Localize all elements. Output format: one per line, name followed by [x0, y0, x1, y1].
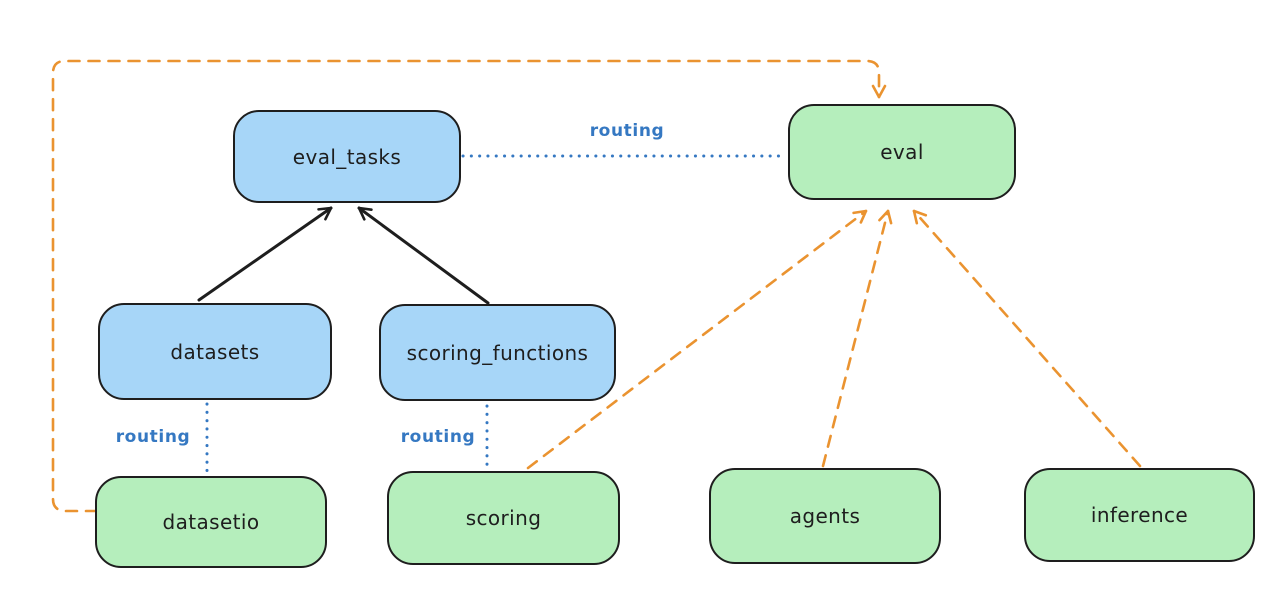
edge-scoring-functions-to-eval-tasks	[357, 206, 490, 305]
node-scoring-functions: scoring_functions	[379, 304, 616, 401]
edge-label-routing-scoring-functions-scoring: routing	[400, 427, 476, 447]
edge-scoring-to-eval	[526, 209, 868, 470]
node-eval-label: eval	[880, 140, 924, 164]
node-eval-tasks: eval_tasks	[233, 110, 461, 203]
node-datasets-label: datasets	[170, 339, 260, 364]
edge-label-routing-eval-tasks-eval: routing	[589, 121, 665, 141]
node-agents: agents	[709, 468, 941, 564]
node-datasetio-label: datasetio	[162, 510, 260, 534]
node-scoring-label: scoring	[465, 506, 542, 530]
node-agents-label: agents	[789, 504, 861, 528]
node-eval-tasks-label: eval_tasks	[292, 144, 402, 169]
edge-agents-to-eval	[821, 209, 893, 468]
node-inference: inference	[1024, 468, 1255, 562]
node-scoring: scoring	[387, 471, 620, 565]
node-inference-label: inference	[1090, 503, 1189, 527]
edge-datasetio-to-eval	[51, 59, 887, 513]
edge-label-routing-datasets-datasetio: routing	[115, 427, 191, 447]
node-scoring-functions-label: scoring_functions	[406, 340, 589, 365]
node-eval: eval	[788, 104, 1016, 200]
edge-datasets-to-eval-tasks	[197, 206, 333, 302]
node-datasetio: datasetio	[95, 476, 327, 568]
edge-inference-to-eval	[912, 209, 1142, 468]
node-datasets: datasets	[98, 303, 332, 400]
